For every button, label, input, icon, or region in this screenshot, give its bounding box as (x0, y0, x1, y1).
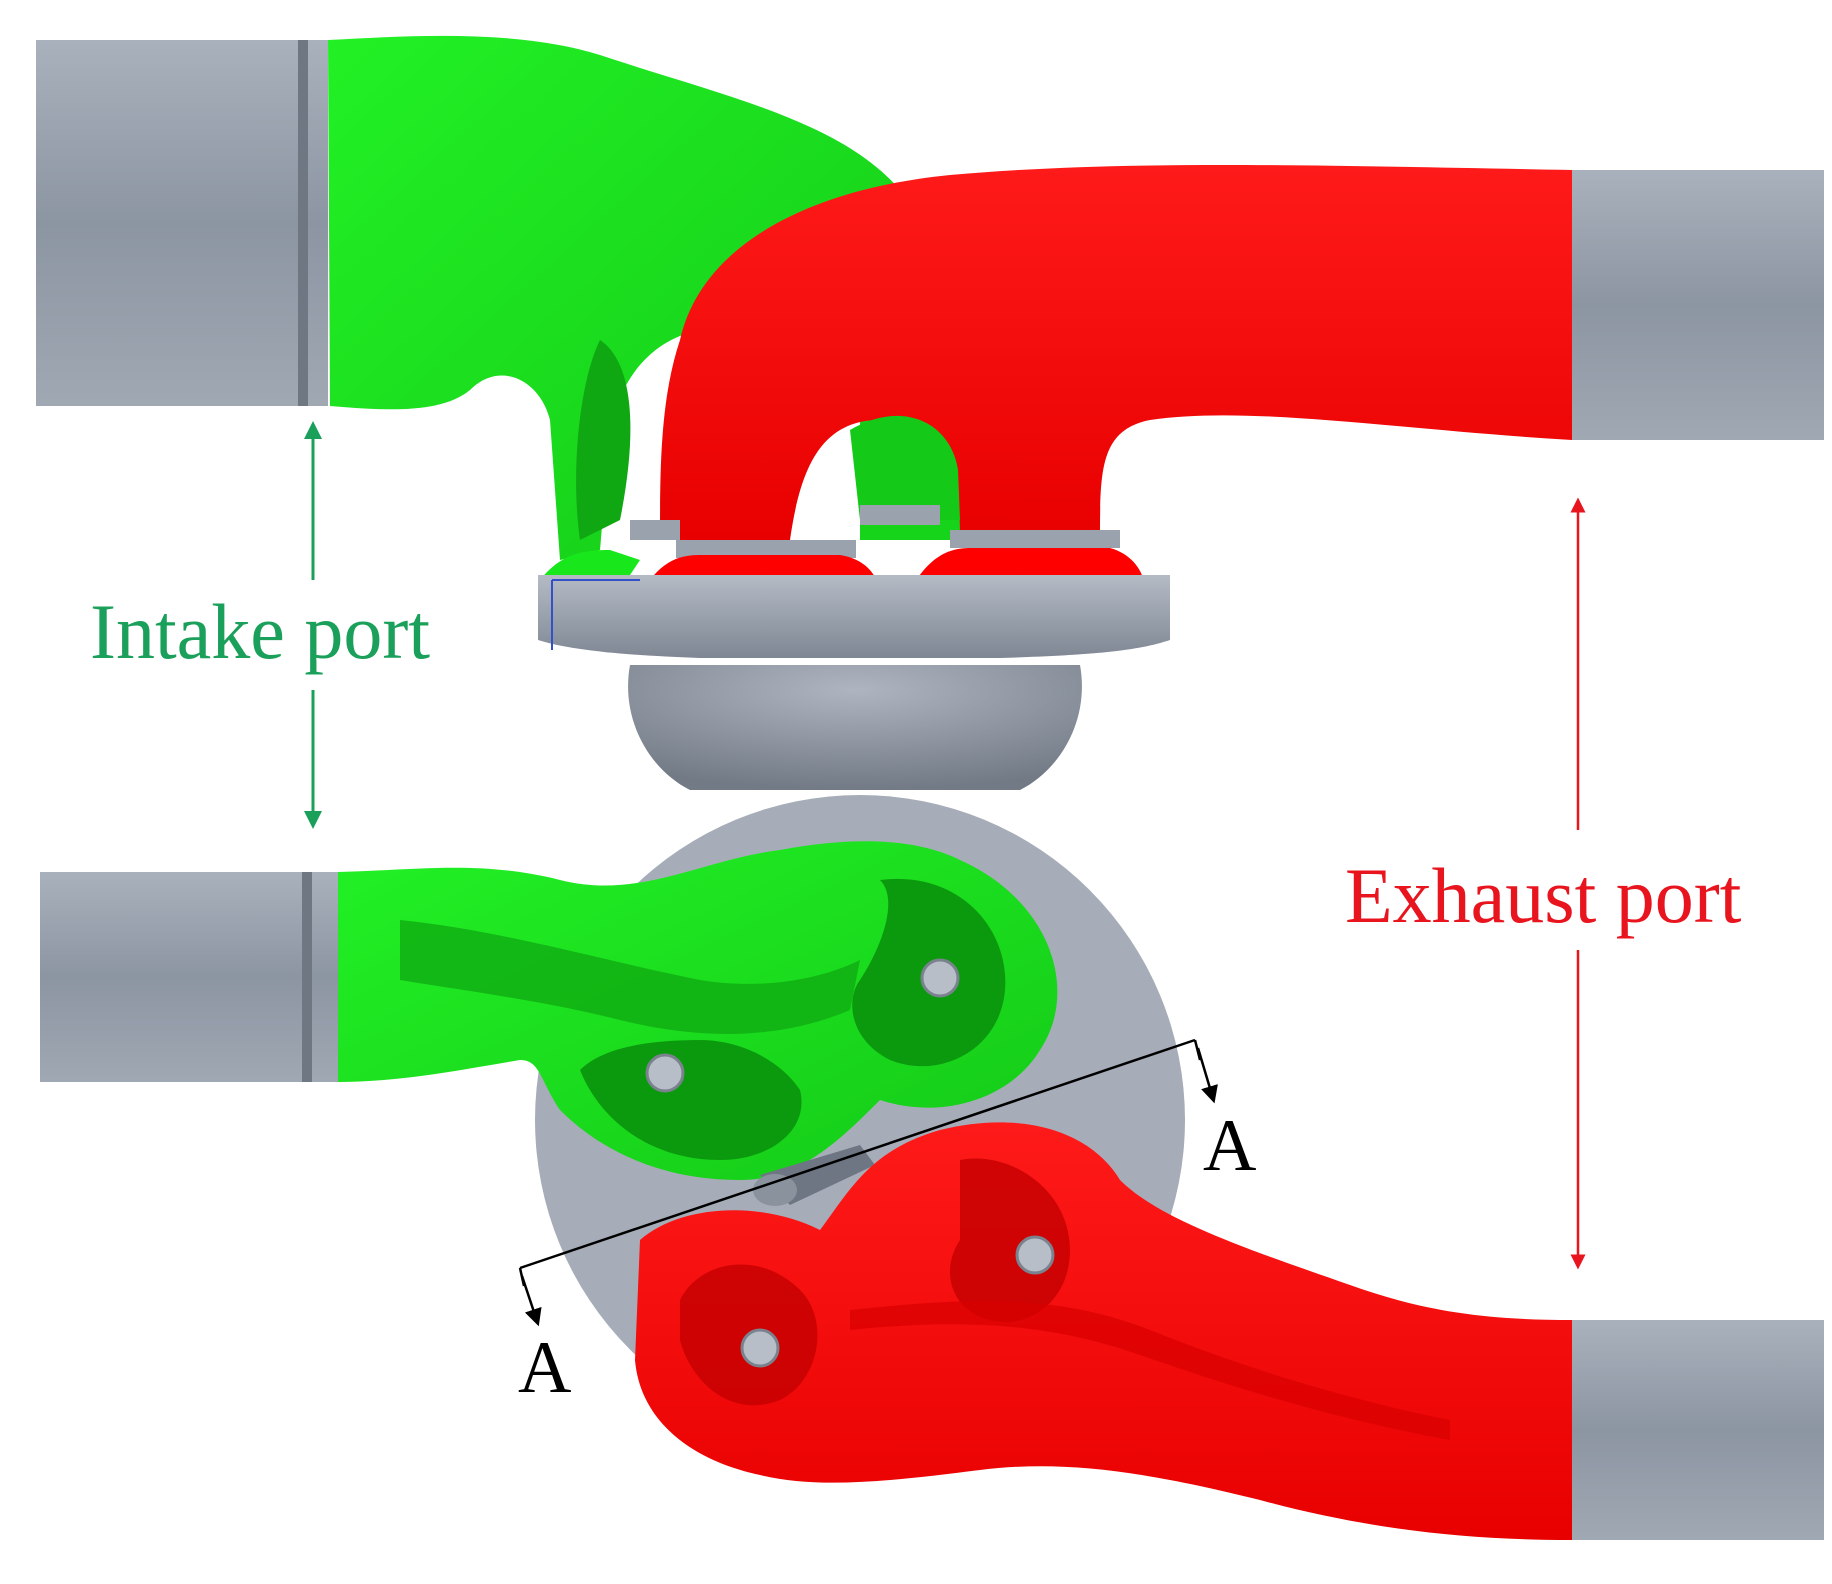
section-arrow-upper (1196, 1047, 1218, 1104)
pipe-seam-upper (298, 40, 308, 406)
valve-collar-2 (950, 530, 1120, 548)
intake-port-shade-upper (576, 340, 631, 540)
section-cut-line (519, 1038, 1196, 1270)
exhaust-port-label: Exhaust port (1345, 852, 1742, 939)
exhaust-valve-stem-1 (1015, 1235, 1055, 1275)
intake-valve-stem-1 (920, 958, 960, 998)
combustion-chamber-dome (628, 665, 1082, 790)
intake-inlet-pipe-lower (40, 872, 338, 1082)
lower-plan-view (40, 795, 1824, 1540)
valve-collar-3 (630, 520, 680, 540)
exhaust-outlet-pipe-upper (1572, 170, 1824, 440)
intake-swirl-shade-2 (580, 1040, 802, 1160)
intake-port-body-upper (328, 35, 909, 560)
upper-side-view (36, 35, 1824, 790)
section-mark-lower: A (518, 1327, 571, 1409)
exhaust-outlet-pipe-lower (1572, 1320, 1824, 1540)
section-line-a-a (518, 1038, 1218, 1327)
exhaust-port-body-upper (660, 165, 1572, 540)
cylinder-flange (538, 575, 1170, 658)
intake-valve-stem-2 (645, 1053, 685, 1093)
intake-inlet-pipe-upper (36, 40, 328, 406)
pipe-seam-lower (302, 872, 312, 1082)
exhaust-valve-stem-2 (740, 1328, 780, 1368)
valve-collar-4 (860, 505, 940, 525)
section-arrow-lower (520, 1275, 542, 1327)
exhaust-leg-gap (850, 415, 960, 520)
valve-collar-1 (676, 540, 856, 558)
exhaust-flow-streak (850, 1301, 1450, 1440)
section-mark-upper: A (1203, 1105, 1256, 1187)
exhaust-swirl-shade-1 (950, 1158, 1070, 1322)
intake-port-label: Intake port (90, 588, 430, 675)
intake-swirl-shade-3 (400, 920, 860, 1034)
injector-tip (753, 1174, 797, 1206)
